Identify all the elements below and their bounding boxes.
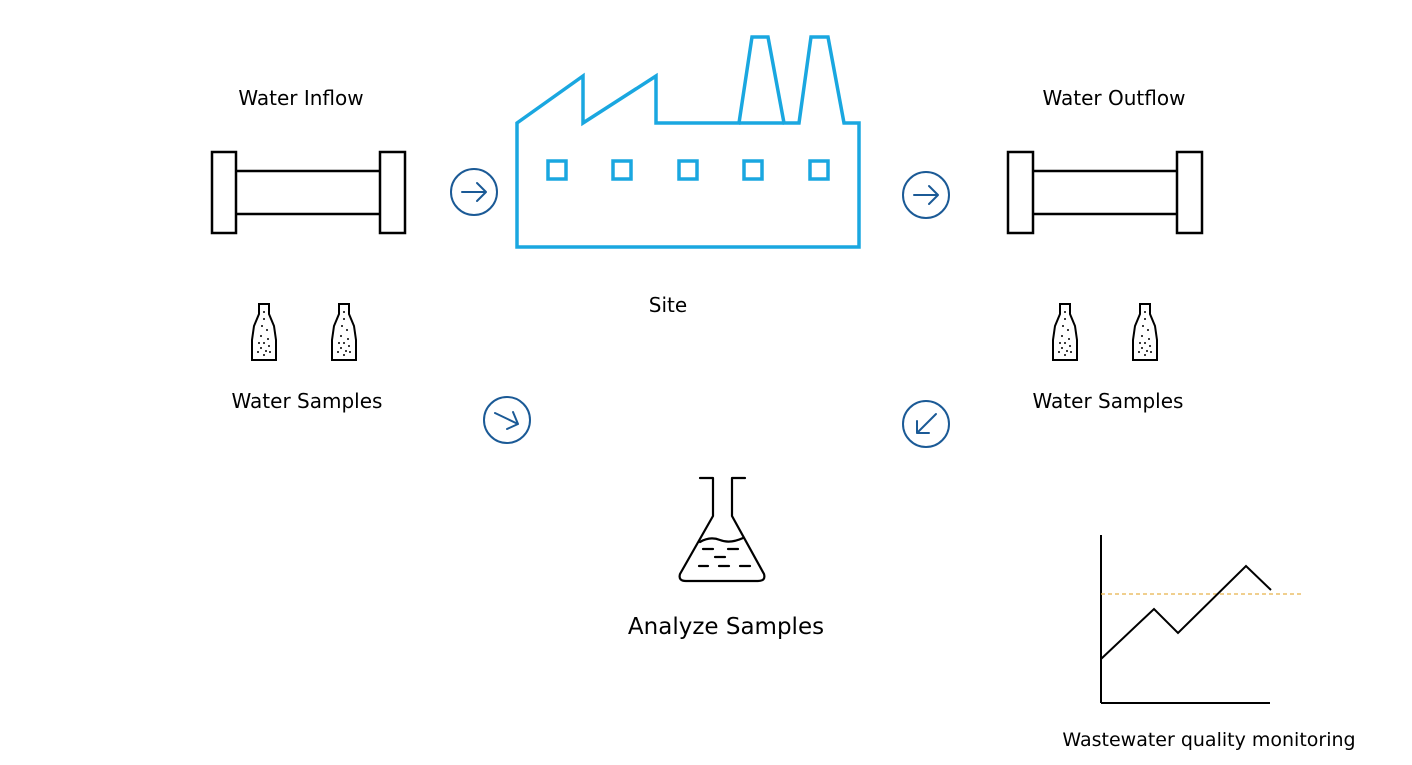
outflow-pipe-icon <box>1006 150 1204 235</box>
trend-line <box>1100 564 1272 660</box>
inflow-pipe-icon <box>210 150 407 235</box>
factory-icon <box>515 35 861 249</box>
sample-bottle-icon <box>1132 303 1158 361</box>
arrow-down-left-icon <box>902 400 950 448</box>
analyze-samples-label: Analyze Samples <box>627 614 825 640</box>
sample-bottle-icon <box>251 303 277 361</box>
arrow-right-icon <box>902 171 950 219</box>
water-samples-left-label: Water Samples <box>231 389 383 413</box>
site-label: Site <box>648 293 688 317</box>
water-inflow-label: Water Inflow <box>238 86 364 110</box>
arrow-right-icon <box>450 168 498 216</box>
monitoring-label: Wastewater quality monitoring <box>1062 729 1356 751</box>
arrow-down-right-icon <box>483 396 531 444</box>
sample-bottle-icon <box>1052 303 1078 361</box>
line-chart-icon <box>1100 535 1302 704</box>
water-samples-right-label: Water Samples <box>1032 389 1184 413</box>
water-outflow-label: Water Outflow <box>1042 86 1186 110</box>
sample-bottle-icon <box>331 303 357 361</box>
lab-flask-icon <box>678 476 766 583</box>
